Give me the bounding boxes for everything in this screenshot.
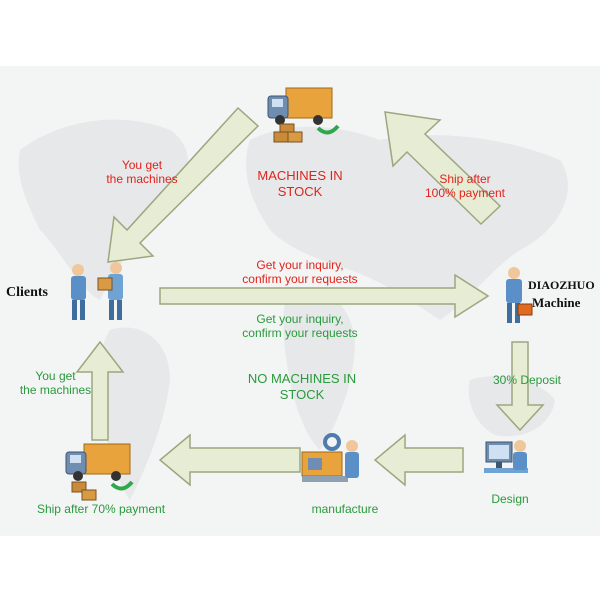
arrow-clients-to-machine <box>159 273 490 319</box>
arrow-truck-to-clients-up <box>75 340 125 441</box>
deposit-30-label: 30% Deposit <box>492 373 562 387</box>
ship-after-100-label: Ship after 100% payment <box>424 172 506 200</box>
ship-after-70-label: Ship after 70% payment <box>36 502 166 516</box>
arrow-manufacture-to-truck <box>158 433 301 487</box>
no-machines-in-stock-label: NO MACHINES IN STOCK <box>247 371 357 402</box>
machine-label-line1: DIAOZHUO <box>528 278 595 292</box>
clients-label: Clients <box>6 285 48 300</box>
manufacture-label: manufacture <box>311 502 379 516</box>
machine-label-line2: Machine <box>532 295 581 310</box>
inquiry-green-label: Get your inquiry, confirm your requests <box>242 312 358 340</box>
inquiry-red-label: Get your inquiry, confirm your requests <box>242 258 358 286</box>
delivery-truck-icon <box>65 443 134 501</box>
delivery-truck-icon <box>267 87 340 143</box>
arrow-design-to-manufacture <box>373 433 464 487</box>
you-get-machines-left-label: You get the machines <box>19 369 92 397</box>
you-get-machines-top-label: You get the machines <box>106 158 178 186</box>
factory-worker-icon <box>301 433 359 482</box>
designer-computer-icon <box>484 440 528 473</box>
business-people-icon <box>71 262 123 320</box>
arrow-truck-to-clients <box>107 106 260 263</box>
design-label: Design <box>491 492 529 506</box>
arrow-machine-to-design <box>495 341 545 432</box>
businessman-briefcase-icon <box>506 267 533 323</box>
machines-in-stock-label: MACHINES IN STOCK <box>257 168 343 199</box>
arrow-machine-to-truck <box>384 111 502 226</box>
